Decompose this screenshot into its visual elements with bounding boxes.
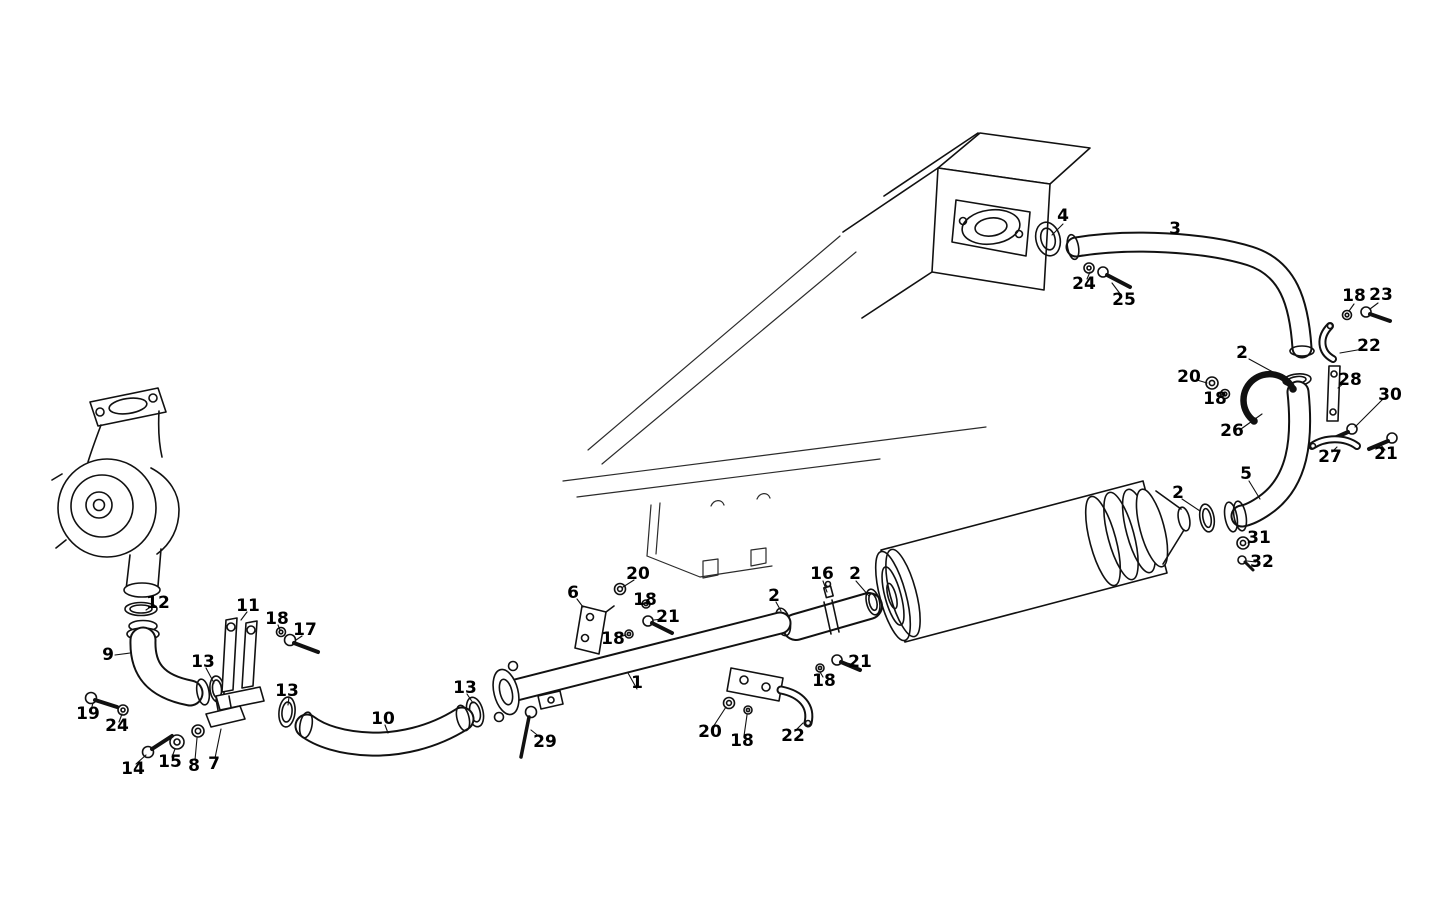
- hose-10: [294, 704, 475, 757]
- bracket-plate-bottom: [726, 667, 784, 702]
- strap-27: [1308, 435, 1361, 450]
- bolt-19: [84, 691, 119, 709]
- pipe-3-end-bead: [1289, 345, 1315, 357]
- gasket-4: [1034, 221, 1062, 257]
- elbow-pipe-9: [126, 619, 211, 707]
- muffler: [874, 480, 1191, 643]
- muffler-outlet: [1177, 506, 1191, 532]
- washer-18-bottom: [743, 705, 753, 715]
- water-pump: [51, 387, 180, 598]
- pipe-1: [492, 611, 792, 723]
- leader-lines: [90, 223, 1386, 765]
- bolt-29: [519, 705, 538, 759]
- pipe-3: [1065, 231, 1315, 359]
- bolt-14: [141, 734, 174, 759]
- nut-20-bottom: [722, 696, 736, 710]
- washer-18-top-right: [1341, 309, 1353, 321]
- washer-18-mid-b: [624, 629, 634, 639]
- elbow-pipe-5: [1223, 380, 1312, 533]
- nut-8: [191, 724, 205, 738]
- bolt-23: [1360, 306, 1392, 323]
- stud-plate-7: [205, 695, 246, 728]
- washer-18-left: [275, 626, 287, 638]
- bolt-25: [1097, 266, 1132, 289]
- bracket-28: [1326, 365, 1341, 422]
- o-ring-2-right: [1198, 503, 1216, 533]
- strap-22-bottom: [776, 685, 814, 728]
- washer-24-left: [117, 704, 129, 716]
- bolt-21-mid: [642, 615, 674, 635]
- bolt-32: [1237, 555, 1255, 572]
- bracket-11: [215, 617, 265, 711]
- port-oval: [961, 208, 1021, 246]
- engine-outline: [562, 235, 987, 579]
- clamp-26: [1240, 370, 1297, 425]
- gasket-12: [124, 601, 158, 617]
- nut-31: [1236, 536, 1250, 550]
- hanger-tab: [537, 690, 564, 710]
- strap-22-top-right: [1318, 322, 1337, 363]
- nut-20-mid: [613, 582, 627, 596]
- bolt-21-mid-right: [831, 654, 862, 672]
- air-box: [842, 132, 1091, 319]
- sleeve-16: [782, 580, 883, 641]
- pump-outlet-flange: [123, 582, 161, 598]
- washer-18-mid-right: [815, 663, 825, 673]
- o-ring-2-mid-right: [865, 588, 881, 616]
- washer-15: [169, 734, 185, 750]
- bolt-21-top-right: [1367, 432, 1398, 451]
- o-ring-13-mid: [278, 696, 296, 728]
- nut-20-top-right: [1205, 376, 1219, 390]
- washer-24-top: [1083, 262, 1095, 274]
- bracket-6: [574, 605, 615, 655]
